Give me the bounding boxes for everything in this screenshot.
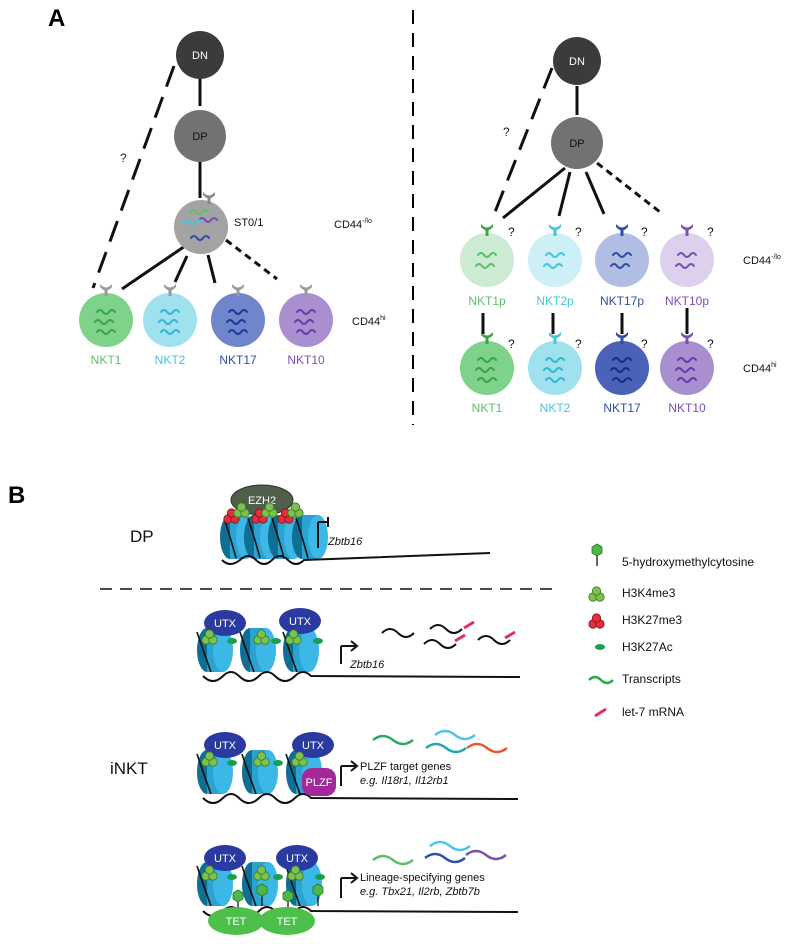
left-dn-cell: DN [176, 31, 224, 79]
legend-label-0: 5-hydroxymethylcytosine [622, 555, 754, 569]
right-cd44-lo-label: CD44-/lo [743, 254, 781, 267]
utx-complex-3 [204, 732, 246, 758]
left-cd44-lo-label: CD44-/lo [334, 218, 372, 231]
hmc-pin-icon [591, 543, 603, 567]
left-nkt1-label: NKT1 [91, 353, 122, 367]
utx-label-4: UTX [302, 740, 325, 752]
dp-stage-label: DP [130, 527, 154, 546]
right-nkt17p-cell: ? [595, 224, 649, 287]
right-nkt17-cell: ? [595, 332, 649, 395]
svg-text:?: ? [508, 337, 515, 351]
utx-label-2: UTX [289, 616, 312, 628]
plzf-box [302, 768, 336, 796]
plzf-label: PLZF [306, 777, 333, 789]
inkt-stage-label: iNKT [110, 759, 148, 778]
tet-label-2: TET [277, 916, 298, 928]
svg-text:?: ? [641, 337, 648, 351]
svg-text:?: ? [707, 337, 714, 351]
red-cluster-icon [588, 613, 605, 629]
right-nkt10-label: NKT10 [668, 401, 706, 415]
right-tree-connectors [481, 67, 689, 334]
right-dp-cell: DP [551, 117, 603, 169]
plzf-target-chromatin: UTX UTX PLZF [196, 729, 519, 804]
right-dp-label: DP [569, 138, 584, 150]
green-cluster-icon [588, 586, 605, 602]
svg-text:?: ? [575, 225, 582, 239]
left-question-mark: ? [120, 151, 127, 165]
left-dp-cell: DP [174, 110, 226, 162]
green-wave-icon [588, 675, 614, 685]
inkt-zbtb16-label: Zbtb16 [349, 659, 385, 671]
right-nkt2-cell: ? [528, 332, 582, 395]
plzf-targets-example: e.g. Il18r1, Il12rb1 [360, 775, 449, 787]
right-nkt1p-cell: ? [460, 224, 515, 287]
right-nkt1p-label: NKT1p [468, 294, 506, 308]
utx-label-1: UTX [214, 618, 237, 630]
right-nkt2p-label: NKT2p [536, 294, 574, 308]
right-question-mark: ? [503, 125, 510, 139]
utx-label-6: UTX [286, 853, 309, 865]
dp-zbtb16-label: Zbtb16 [327, 536, 363, 548]
left-nkt17-label: NKT17 [219, 353, 257, 367]
legend-label-5: let-7 mRNA [622, 705, 684, 719]
left-st01-label: ST0/1 [234, 217, 263, 229]
right-dn-cell: DN [553, 37, 601, 85]
legend-label-2: H3K27me3 [622, 613, 682, 627]
right-nkt10p-label: NKT10p [665, 294, 709, 308]
inkt-zbtb16-chromatin: UTX UTX [196, 608, 521, 682]
right-nkt17-label: NKT17 [603, 401, 641, 415]
left-nkt10-cell [279, 284, 333, 347]
svg-text:?: ? [641, 225, 648, 239]
left-st01-cell [174, 192, 228, 254]
right-dn-label: DN [569, 56, 585, 68]
utx-complex-5 [204, 845, 246, 871]
left-dn-label: DN [192, 50, 208, 62]
lineage-chromatin: UTX UTX TET TET [196, 840, 519, 935]
utx-label-3: UTX [214, 740, 237, 752]
dp-chromatin: EZH2 [220, 484, 491, 565]
utx-complex-2 [279, 608, 321, 634]
lineage-title: Lineage-specifying genes [360, 872, 485, 884]
svg-text:?: ? [575, 337, 582, 351]
legend-label-1: H3K4me3 [622, 586, 676, 600]
utx-complex-6 [276, 845, 318, 871]
right-nkt10-cell: ? [660, 332, 714, 395]
left-dp-label: DP [192, 131, 207, 143]
left-cd44-hi-label: CD44hi [352, 315, 386, 328]
left-tree-connectors [91, 65, 278, 291]
svg-text:?: ? [707, 225, 714, 239]
left-nkt2-label: NKT2 [155, 353, 186, 367]
right-nkt2p-cell: ? [528, 224, 582, 287]
tet-complex-1 [208, 907, 264, 935]
legend-label-3: H3K27Ac [622, 640, 673, 654]
legend: 5-hydroxymethylcytosine H3K4me3 H3K27me3… [588, 543, 754, 719]
tet-complex-2 [259, 907, 315, 935]
lineage-example: e.g. Tbx21, Il2rb, Zbtb7b [360, 886, 480, 898]
utx-complex-4 [292, 732, 334, 758]
left-nkt17-cell [211, 284, 265, 347]
legend-label-4: Transcripts [622, 672, 681, 686]
right-nkt10p-cell: ? [660, 224, 714, 287]
right-nkt1-label: NKT1 [472, 401, 503, 415]
plzf-targets-title: PLZF target genes [360, 761, 452, 773]
right-nkt2-label: NKT2 [540, 401, 571, 415]
right-cd44-hi-label: CD44hi [743, 362, 777, 375]
right-nkt1-cell: ? [460, 332, 515, 395]
tet-label-1: TET [226, 916, 247, 928]
panel-a-label: A [48, 5, 65, 32]
left-nkt1-cell [79, 284, 133, 347]
utx-complex-1 [204, 610, 246, 636]
right-nkt17p-label: NKT17p [600, 294, 644, 308]
panel-b-label: B [8, 482, 25, 509]
svg-text:?: ? [508, 225, 515, 239]
green-oval-icon [595, 644, 605, 650]
left-nkt10-label: NKT10 [287, 353, 325, 367]
left-nkt2-cell [143, 284, 197, 347]
utx-label-5: UTX [214, 853, 237, 865]
pink-dash-icon [594, 707, 607, 718]
